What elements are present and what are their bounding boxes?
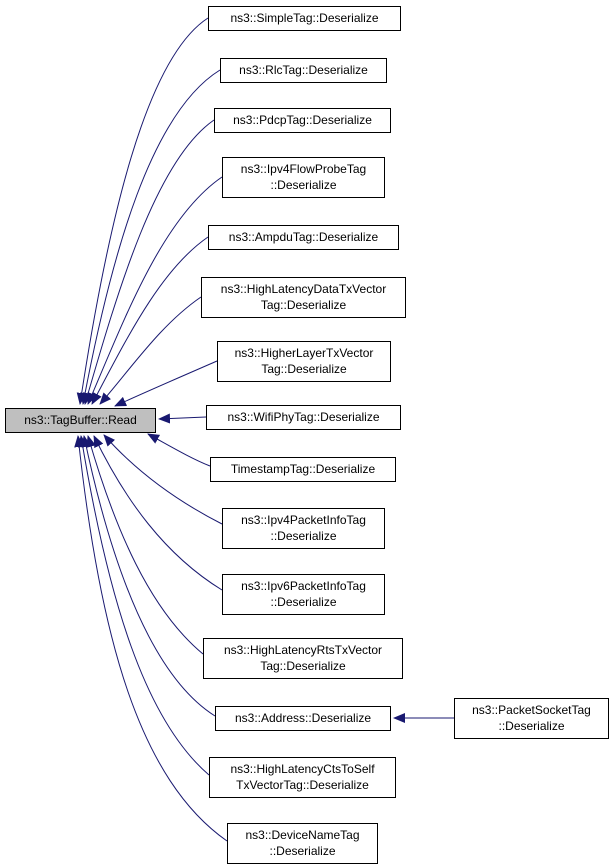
node-label: ns3::HighLatencyDataTxVector [221, 282, 386, 296]
node-label: ns3::RlcTag::Deserialize [239, 63, 368, 77]
edge-ipv4packetinfotag-to-root [103, 434, 223, 525]
node-label: ns3::HigherLayerTxVector [235, 346, 374, 360]
node-box [210, 457, 396, 482]
edge-pdcptag-to-root [83, 119, 215, 405]
node-box [5, 408, 156, 433]
node-highlatencyctstoselftxvectortag[interactable]: ns3::HighLatencyCtsToSelfTxVectorTag::De… [209, 757, 396, 798]
node-ipv4flowprobetag[interactable]: ns3::Ipv4FlowProbeTag::Deserialize [222, 157, 385, 198]
node-label: ns3::Address::Deserialize [235, 711, 371, 725]
node-highlatencyrtstxvectortag[interactable]: ns3::HighLatencyRtsTxVectorTag::Deserial… [203, 638, 403, 679]
node-label: ::Deserialize [270, 178, 336, 192]
node-label: Tag::Deserialize [261, 298, 347, 312]
node-box [206, 405, 401, 430]
edge-higherlayertxvectortag-to-root [114, 360, 218, 407]
node-box [215, 706, 391, 731]
node-timestamptag[interactable]: TimestampTag::Deserialize [210, 457, 396, 482]
edges [74, 17, 454, 842]
node-label: ns3::PacketSocketTag [472, 703, 591, 717]
edge-ipv6packetinfotag-to-root [93, 435, 223, 591]
node-packetsockettag[interactable]: ns3::PacketSocketTag::Deserialize [454, 698, 609, 739]
node-devicenametag[interactable]: ns3::DeviceNameTag::Deserialize [227, 823, 378, 864]
node-label: ns3::Ipv4PacketInfoTag [241, 513, 366, 527]
edge-ampdutag-to-root [91, 236, 209, 405]
node-simpletag[interactable]: ns3::SimpleTag::Deserialize [208, 6, 401, 31]
edge-timestamptag-to-root [147, 433, 211, 467]
node-label: Tag::Deserialize [261, 362, 347, 376]
node-label: ::Deserialize [270, 529, 336, 543]
node-box [454, 698, 609, 739]
node-label: ::Deserialize [269, 844, 335, 858]
edge-rlctag-to-root [80, 69, 221, 405]
node-box [201, 277, 406, 318]
node-highlatencydatatxvectortag[interactable]: ns3::HighLatencyDataTxVectorTag::Deseria… [201, 277, 406, 318]
node-label: ns3::WifiPhyTag::Deserialize [227, 410, 379, 424]
node-box [217, 341, 391, 382]
node-label: ns3::SimpleTag::Deserialize [230, 11, 378, 25]
node-label: ns3::HighLatencyCtsToSelf [230, 762, 375, 776]
node-root[interactable]: ns3::TagBuffer::Read [5, 408, 156, 433]
node-label: ns3::HighLatencyRtsTxVector [224, 643, 382, 657]
node-rlctag[interactable]: ns3::RlcTag::Deserialize [220, 58, 387, 83]
node-label: TimestampTag::Deserialize [231, 462, 376, 476]
node-box [208, 6, 401, 31]
node-box [227, 823, 378, 864]
node-ipv6packetinfotag[interactable]: ns3::Ipv6PacketInfoTag::Deserialize [222, 574, 385, 615]
node-label: Tag::Deserialize [260, 659, 346, 673]
node-label: ns3::PdcpTag::Deserialize [233, 113, 372, 127]
edge-ipv4flowprobetag-to-root [87, 176, 223, 405]
node-box [222, 157, 385, 198]
node-label: TxVectorTag::Deserialize [236, 778, 369, 792]
node-box [222, 574, 385, 615]
node-address[interactable]: ns3::Address::Deserialize [215, 706, 391, 731]
edge-highlatencyrtstxvectortag-to-root [86, 435, 204, 655]
node-pdcptag[interactable]: ns3::PdcpTag::Deserialize [214, 108, 391, 133]
node-label: ns3::DeviceNameTag [245, 828, 359, 842]
nodes: ns3::TagBuffer::Read ns3::SimpleTag::Dese… [5, 6, 609, 864]
node-ipv4packetinfotag[interactable]: ns3::Ipv4PacketInfoTag::Deserialize [222, 508, 385, 549]
node-label: ns3::TagBuffer::Read [24, 413, 137, 427]
node-label: ns3::AmpduTag::Deserialize [229, 230, 379, 244]
node-box [203, 638, 403, 679]
edge-highlatencydatatxvectortag-to-root [99, 296, 202, 405]
node-label: ::Deserialize [498, 719, 564, 733]
node-box [208, 225, 399, 250]
node-wifiphytag[interactable]: ns3::WifiPhyTag::Deserialize [206, 405, 401, 430]
node-ampdutag[interactable]: ns3::AmpduTag::Deserialize [208, 225, 399, 250]
edge-wifiphytag-to-root [158, 413, 207, 424]
edge-address-to-root [81, 435, 216, 717]
node-label: ns3::Ipv6PacketInfoTag [241, 579, 366, 593]
node-label: ::Deserialize [270, 595, 336, 609]
node-label: ns3::Ipv4FlowProbeTag [241, 162, 366, 176]
edge-highlatencyctstoselftxvectortag-to-root [77, 435, 210, 776]
node-box [214, 108, 391, 133]
node-box [209, 757, 396, 798]
edge-simpletag-to-root [76, 17, 209, 405]
node-box [220, 58, 387, 83]
edge-devicenametag-to-root [74, 435, 228, 842]
node-box [222, 508, 385, 549]
